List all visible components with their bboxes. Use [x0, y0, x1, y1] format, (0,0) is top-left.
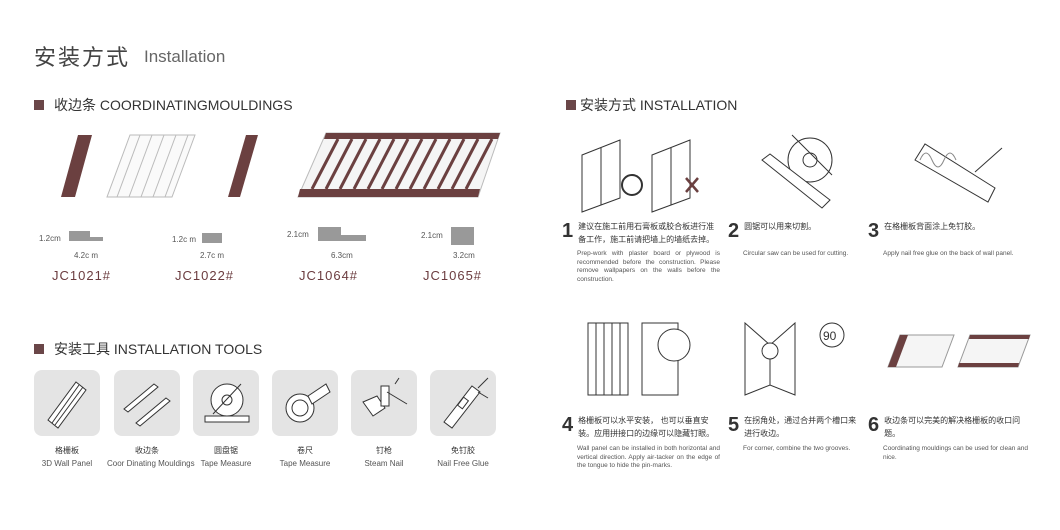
step-1-en: Prep-work with plaster board or plywood … — [577, 250, 720, 283]
section-marker — [34, 344, 44, 354]
step5-illustration — [744, 321, 845, 396]
profile-drawings — [69, 227, 474, 245]
profile-jc1022 — [202, 233, 222, 243]
step-illustrations-row2: 90 — [587, 321, 1031, 396]
step-6-en: Coordinating mouldings can be used for c… — [883, 445, 1028, 461]
moulding-illustrations — [61, 132, 501, 198]
tools-heading: 安装工具 INSTALLATION TOOLS — [34, 339, 262, 359]
mouldings-heading-text: 收边条 COORDINATINGMOULDINGS — [54, 97, 293, 113]
jc1064-height: 2.1cm — [287, 230, 309, 239]
jc1065-width: 3.2cm — [453, 251, 475, 260]
jc1065-height: 2.1cm — [421, 231, 443, 240]
jc1022-width: 2.7c m — [200, 251, 225, 260]
tool-tile-tape — [272, 370, 338, 436]
tool-tile-nail-gun — [351, 370, 417, 436]
tools-heading-text: 安装工具 INSTALLATION TOOLS — [54, 341, 263, 357]
nail-gun-icon — [362, 377, 408, 417]
step6-illustration — [887, 334, 1031, 368]
step4-illustration — [587, 322, 691, 396]
moulding-jc1021-image — [61, 135, 92, 197]
moulding-jc1065-image — [297, 132, 501, 198]
jc1021-width: 4.2c m — [74, 251, 99, 260]
page-title: 安装方式 — [34, 46, 131, 71]
step-5-en: For corner, combine the two grooves. — [743, 445, 851, 452]
moulding-jc1022-image — [106, 134, 196, 198]
moulding-icon — [123, 383, 171, 427]
moulding-code: JC1064# — [299, 268, 359, 283]
step-3-en: Apply nail free glue on the back of wall… — [883, 250, 1014, 257]
circular-saw-icon — [204, 383, 250, 423]
step-illustrations-row1 — [581, 134, 1003, 213]
moulding-code: JC1065# — [423, 268, 483, 283]
tool-tile-saw — [193, 370, 259, 436]
profile-jc1064 — [318, 227, 366, 241]
step-4-en: Wall panel can be installed in both hori… — [577, 445, 720, 469]
step2-illustration — [761, 134, 833, 209]
jc1022-height: 1.2c m — [172, 235, 197, 244]
corner-angle-label: 90 — [823, 329, 837, 343]
installation-heading-text: 安装方式 INSTALLATION — [580, 97, 738, 113]
tool-tile-glue — [430, 370, 496, 436]
step3-illustration — [914, 143, 1003, 203]
mouldings-heading: 收边条 COORDINATINGMOULDINGS — [34, 95, 293, 115]
step-2-en: Circular saw can be used for cutting. — [743, 250, 849, 257]
moulding-code: JC1021# — [52, 268, 112, 283]
profile-jc1065 — [451, 227, 474, 245]
section-marker — [34, 100, 44, 110]
glue-gun-icon — [443, 377, 489, 429]
step1-illustration — [581, 139, 699, 213]
moulding-code: JC1022# — [175, 268, 235, 283]
page-subtitle: Installation — [144, 47, 226, 66]
jc1021-height: 1.2cm — [39, 234, 61, 243]
tape-measure-icon — [285, 383, 331, 423]
jc1064-width: 6.3cm — [331, 251, 353, 260]
profile-jc1021 — [69, 231, 103, 241]
section-marker — [566, 100, 576, 110]
tool-tile-moulding — [114, 370, 180, 436]
wall-panel-icon — [47, 381, 87, 429]
installation-heading: 安装方式 INSTALLATION — [566, 95, 737, 115]
moulding-jc1064-image — [228, 135, 258, 197]
tool-tile-wall-panel — [34, 370, 100, 436]
